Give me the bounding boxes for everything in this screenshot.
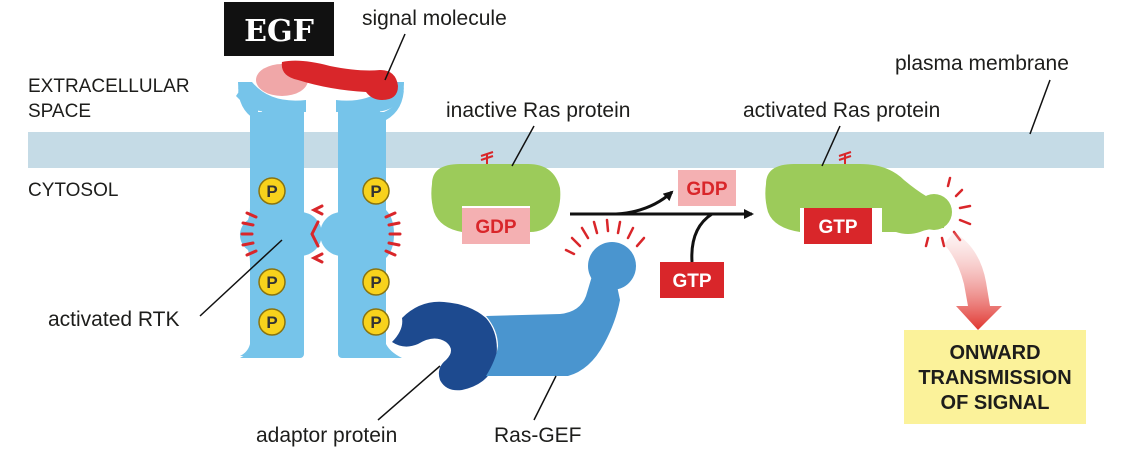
phosphate-left-1: P — [258, 177, 286, 205]
onward-arrow — [944, 232, 1002, 330]
extracellular-label-line2: SPACE — [28, 101, 91, 122]
adaptor-protein-leader — [377, 365, 441, 421]
phosphate-label: P — [266, 182, 277, 201]
onward-transmission-box: ONWARD TRANSMISSION OF SIGNAL — [904, 330, 1086, 424]
onward-line1: ONWARD — [949, 342, 1040, 364]
inactive-ras-leader — [511, 125, 535, 167]
egf-label-box: EGF — [224, 2, 334, 56]
rtk-activation-marks — [240, 204, 402, 264]
phosphate-label: P — [370, 273, 381, 292]
signal-molecule-label: signal molecule — [362, 7, 507, 30]
activated-ras-anchor — [838, 151, 852, 164]
inactive-ras-body — [431, 164, 561, 232]
signal-molecule-dark — [281, 60, 398, 100]
signal-molecule-leader — [384, 33, 406, 81]
gtp-box-free — [660, 262, 724, 298]
signal-molecule — [256, 60, 398, 100]
egf-label: EGF — [244, 14, 314, 49]
ras-gef — [486, 242, 636, 376]
phosphate-right-1: P — [362, 177, 390, 205]
extracellular-label-line1: EXTRACELLULAR — [28, 76, 190, 97]
plasma-membrane-label: plasma membrane — [895, 52, 1069, 75]
gtp-binding-arrow — [690, 212, 713, 263]
activated-rtk-leader — [199, 239, 283, 317]
ras-gef-label: Ras-GEF — [494, 424, 582, 447]
activated-ras-head — [916, 194, 952, 230]
plasma-membrane — [28, 132, 1104, 168]
gdp-label-inactive: GDP — [475, 217, 517, 238]
phosphate-left-2: P — [258, 268, 286, 296]
ras-gef-body — [486, 262, 620, 376]
plasma-membrane-leader — [1029, 79, 1051, 135]
activated-rtk-label: activated RTK — [48, 308, 180, 331]
phosphate-label: P — [370, 182, 381, 201]
phosphate-left-3: P — [258, 308, 286, 336]
adaptor-protein-label: adaptor protein — [256, 424, 397, 447]
phosphate-label: P — [266, 313, 277, 332]
phosphate-label: P — [266, 273, 277, 292]
activated-ras-body — [765, 164, 944, 234]
inactive-ras-protein: GDP — [431, 151, 561, 244]
activated-ras-label: activated Ras protein — [743, 99, 940, 122]
inactive-ras-anchor — [480, 151, 494, 164]
gtp-label-bound: GTP — [818, 217, 857, 238]
cytosol-label: CYTOSOL — [28, 180, 118, 201]
gdp-release-arrow — [615, 190, 674, 216]
ras-gef-activation-marks — [564, 218, 646, 256]
rtk-right-stem — [338, 108, 380, 358]
adaptor-protein — [392, 301, 497, 391]
gdp-label-released: GDP — [686, 179, 728, 200]
activated-ras-leader — [821, 125, 841, 167]
phosphate-group: P P P P P P — [258, 177, 390, 336]
onward-line2: TRANSMISSION — [918, 367, 1071, 389]
gtp-label-free: GTP — [672, 271, 711, 292]
phosphate-right-3: P — [362, 308, 390, 336]
ras-gef-head — [588, 242, 636, 290]
onward-line3: OF SIGNAL — [941, 392, 1050, 414]
gdp-box-released — [678, 170, 736, 206]
rtk-left-cup — [238, 82, 306, 112]
phosphate-label: P — [370, 313, 381, 332]
gdp-box-inactive — [462, 208, 530, 244]
phosphate-right-2: P — [362, 268, 390, 296]
activated-ras-protein: GTP — [765, 151, 952, 244]
inactive-ras-label: inactive Ras protein — [446, 99, 630, 122]
gtp-box-bound — [804, 208, 872, 244]
ras-gef-leader — [533, 375, 557, 421]
